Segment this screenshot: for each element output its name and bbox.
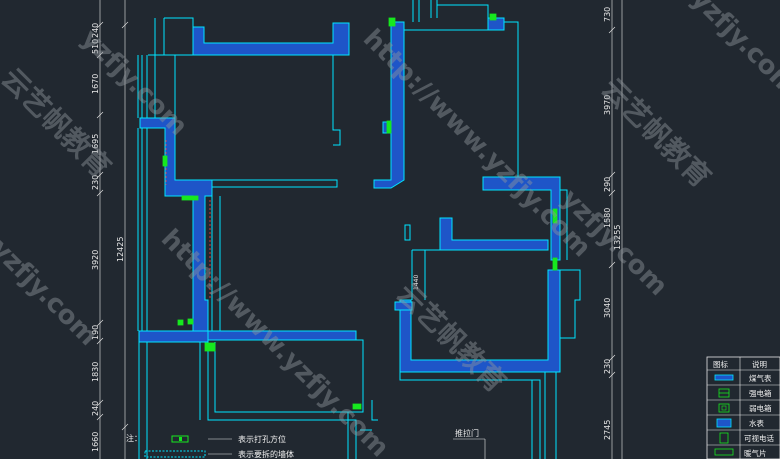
drill-markers <box>162 13 558 410</box>
wall-segment <box>394 301 413 311</box>
drill-marker <box>388 17 396 27</box>
dim-label: 190 <box>91 325 100 340</box>
interior-wall-line <box>348 339 364 413</box>
legend-row-text: 弱电箱 <box>749 403 772 413</box>
drill-marker <box>181 195 199 201</box>
drill-legend-icon-dot <box>179 437 182 441</box>
watermark: 云艺帆教育 <box>595 72 717 194</box>
note-prefix: 注： <box>126 433 142 443</box>
exterior-wall-line <box>560 269 581 339</box>
drill-marker <box>204 342 216 352</box>
interior-wall-line <box>174 55 341 146</box>
drill-marker <box>352 403 362 410</box>
exterior-wall-line <box>544 372 557 459</box>
dim-total-label: 12425 <box>116 237 125 262</box>
water-meter-icon <box>716 418 732 428</box>
wall-segment <box>399 269 561 373</box>
drill-marker <box>552 208 558 224</box>
dim-label: 1695 <box>91 134 100 154</box>
right-dimension-chain <box>608 0 623 459</box>
dim-label: 730 <box>603 7 612 22</box>
dim-label: 1660 <box>91 432 100 452</box>
watermark: yzfjy.com <box>685 0 780 102</box>
interior-wall-line <box>138 342 148 459</box>
wall-layer <box>138 17 561 373</box>
left-dimension-chain <box>96 0 129 459</box>
weak-box-icon <box>718 403 730 413</box>
note-item-text: 表示要拆的墙体 <box>238 449 294 459</box>
intercom-icon <box>719 432 729 444</box>
dim-label: 2745 <box>603 420 612 440</box>
balcony-line <box>412 0 489 22</box>
wall-segment <box>138 330 209 343</box>
dim-label: 290 <box>603 177 612 192</box>
heater-icon <box>714 448 734 456</box>
wall-segment <box>487 17 505 31</box>
balcony-line <box>483 21 519 178</box>
legend-header-icon: 图标 <box>713 359 728 369</box>
legend-header-desc: 说明 <box>752 359 767 369</box>
legend-table: 图标 说明 煤气表 强电箱 弱电箱 水表 可视电话 暖气片 <box>706 356 780 459</box>
drill-marker <box>489 13 497 21</box>
dim-label: 3920 <box>91 250 100 270</box>
legend-row-text: 煤气表 <box>749 373 772 383</box>
dim-label: 1580 <box>603 208 612 228</box>
drill-marker <box>177 319 184 326</box>
door-label: 推拉门 <box>455 428 479 438</box>
left-dimension-labels: 240 510 1670 1695 230 3920 190 1830 240 … <box>91 23 125 452</box>
dim-label: 1830 <box>91 362 100 382</box>
drill-marker <box>552 257 558 271</box>
exterior-wall-line <box>399 372 541 459</box>
wall-segment <box>482 176 561 261</box>
interior-wall-line <box>211 196 221 331</box>
door-frame <box>371 400 378 421</box>
legend-row-text: 暖气片 <box>744 448 767 458</box>
door-frame <box>404 224 411 241</box>
dim-label: 1670 <box>91 74 100 94</box>
right-dimension-labels: 730 3970 290 1580 3040 230 2745 13255 <box>603 7 622 440</box>
dim-label: 3970 <box>603 95 612 115</box>
interior-wall-line <box>214 342 349 459</box>
wall-segment <box>192 22 350 56</box>
demolition-lines <box>165 140 211 300</box>
demolish-legend-icon <box>144 450 206 458</box>
interior-wall-line <box>207 342 357 459</box>
wall-segment <box>373 21 405 189</box>
dim-label: 510 <box>91 39 100 54</box>
note-block: 注： 表示打孔方位 表示要拆的墙体 <box>126 433 294 459</box>
dim-label: 230 <box>603 359 612 374</box>
exterior-wall-line <box>560 189 568 260</box>
watermark: yzfjy.com <box>0 234 103 352</box>
dim-label: 240 <box>91 401 100 416</box>
wall-segment <box>211 179 338 188</box>
dim-label: 230 <box>91 175 100 190</box>
drill-legend-icon <box>171 435 189 443</box>
legend-row-text: 可视电话 <box>744 433 774 443</box>
dim-total-label: 13255 <box>613 225 622 250</box>
exterior-wall-line <box>137 55 148 118</box>
interior-wall-line <box>212 179 338 188</box>
exterior-wall-line <box>154 17 194 55</box>
drill-marker <box>187 318 194 325</box>
dim-label: 3040 <box>603 298 612 318</box>
small-dim-label: 1440 <box>413 275 420 290</box>
exterior-wall-line <box>411 250 426 300</box>
drill-marker <box>386 120 392 134</box>
drill-marker <box>162 155 168 167</box>
wall-segment <box>439 217 549 251</box>
legend-row-text: 水表 <box>749 418 764 428</box>
outline-layer <box>137 0 581 459</box>
gas-meter-icon <box>714 374 734 381</box>
legend-row-text: 强电箱 <box>749 388 772 398</box>
note-item-text: 表示打孔方位 <box>238 434 286 444</box>
dim-label: 240 <box>91 23 100 38</box>
exterior-wall-line <box>137 128 148 331</box>
